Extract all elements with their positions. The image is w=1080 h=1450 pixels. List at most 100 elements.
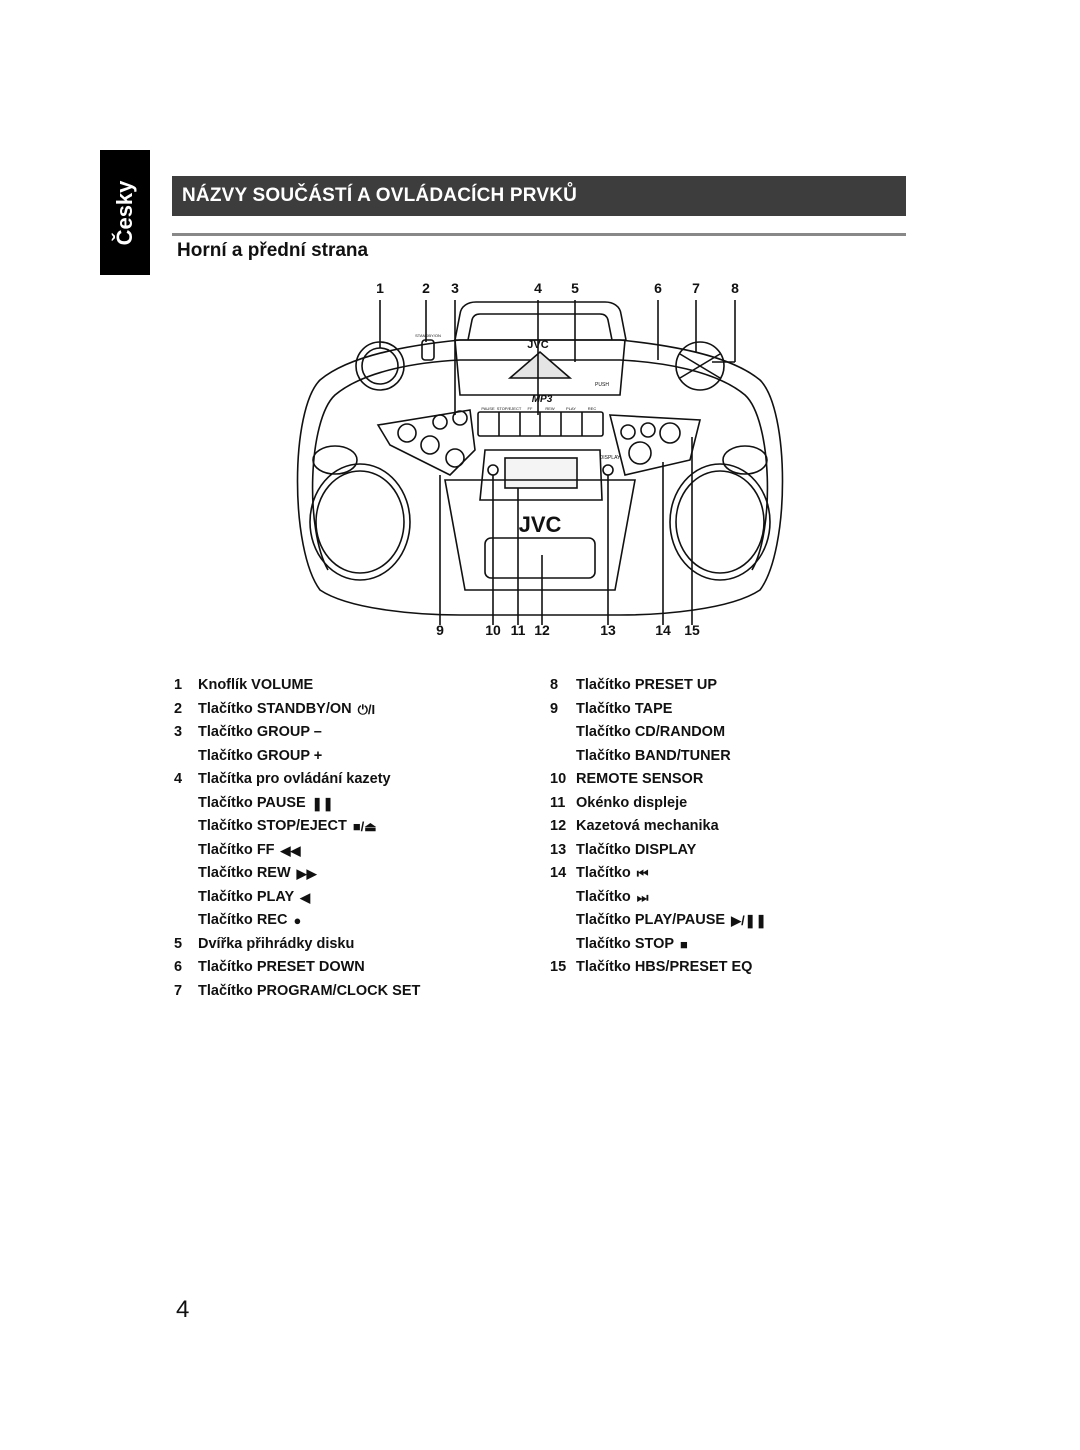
callout-10: 10 — [485, 622, 501, 638]
callout-3: 3 — [451, 280, 459, 296]
item-text: Tlačítko PROGRAM/CLOCK SET — [198, 982, 421, 999]
item-number: 2 — [174, 700, 183, 717]
section-title: NÁZVY SOUČÁSTÍ A OVLÁDACÍCH PRVKŮ — [172, 176, 906, 216]
item-number: 4 — [174, 771, 183, 787]
tape-button-label: REC — [588, 406, 597, 411]
item-text: Tlačítko TAPE — [576, 700, 673, 717]
item-text: Tlačítko FF — [198, 841, 275, 858]
rewind-icon: ▶▶ — [296, 866, 317, 881]
list-item: Tlačítko PAUSE❚❚ — [174, 792, 420, 816]
boombox-illustration: JVC JVC MP3 PUSH STANDBY/ON DISPLAY PAUS… — [296, 300, 784, 625]
list-item: Tlačítko⏭ — [550, 886, 766, 910]
record-icon: ● — [293, 913, 302, 928]
list-item: 2 Tlačítko STANDBY/ON ⏻/Ι — [174, 698, 420, 722]
callout-15: 15 — [684, 622, 700, 638]
item-text: Tlačítko — [576, 888, 631, 905]
display-label: DISPLAY — [600, 455, 621, 461]
item-text: Tlačítko GROUP – — [198, 724, 322, 740]
callout-5: 5 — [571, 280, 579, 296]
list-item: Tlačítko REC ● — [174, 909, 420, 933]
list-item: Tlačítko FF ◀◀ — [174, 839, 420, 863]
boombox-diagram: JVC JVC MP3 PUSH STANDBY/ON DISPLAY PAUS… — [280, 270, 800, 645]
item-number — [174, 815, 198, 839]
list-item: 11 Okénko displeje — [550, 792, 766, 816]
callout-4: 4 — [534, 280, 542, 296]
tape-button-label: PAUSE — [481, 406, 495, 411]
list-item: 6 Tlačítko PRESET DOWN — [174, 956, 420, 980]
tape-button-label: STOP/EJECT — [497, 406, 522, 411]
item-text: Tlačítko REW — [198, 865, 291, 881]
list-item: Tlačítko CD/RANDOM — [550, 721, 766, 745]
item-number: 10 — [550, 771, 567, 787]
item-text: Tlačítko GROUP + — [198, 747, 323, 764]
list-item: Tlačítko REW ▶▶ — [174, 862, 420, 886]
item-text: Knoflík VOLUME — [198, 677, 314, 693]
list-item: Tlačítko BAND/TUNER — [550, 745, 766, 769]
item-text: Tlačítko STOP — [576, 935, 675, 952]
list-item: Tlačítko PLAY/PAUSE▶/❚❚ — [550, 909, 766, 933]
item-number — [174, 909, 198, 933]
tape-button-label: PLAY — [566, 406, 576, 411]
list-item: Tlačítko PLAY◀ — [174, 886, 420, 910]
item-text: Okénko displeje — [576, 794, 688, 811]
item-text: Tlačítko PRESET UP — [576, 677, 718, 693]
item-number — [174, 745, 198, 769]
item-number: 15 — [550, 959, 567, 975]
item-number — [550, 933, 576, 957]
item-text: Tlačítko PRESET DOWN — [198, 959, 365, 975]
item-text: Tlačítko — [576, 865, 631, 881]
list-item: Tlačítko GROUP + — [174, 745, 420, 769]
fast-forward-icon: ◀◀ — [280, 842, 301, 858]
item-number: 7 — [174, 982, 183, 999]
page-number: 4 — [176, 1296, 190, 1323]
item-number: 5 — [174, 935, 183, 952]
callout-13: 13 — [600, 622, 616, 638]
item-text: Tlačítko CD/RANDOM — [576, 724, 726, 740]
item-text: Tlačítko DISPLAY — [576, 841, 697, 858]
list-item: Tlačítko STOP/EJECT ■/⏏ — [174, 815, 420, 839]
callout-9: 9 — [436, 622, 444, 638]
item-number — [174, 886, 198, 910]
item-text: Tlačítko PLAY — [198, 888, 295, 905]
callout-12: 12 — [534, 622, 550, 638]
item-text: Tlačítko STANDBY/ON — [198, 700, 352, 717]
item-number: 13 — [550, 841, 567, 858]
callout-7: 7 — [692, 280, 700, 296]
item-number: 14 — [550, 865, 567, 881]
item-number — [174, 839, 198, 863]
item-number: 9 — [550, 700, 559, 717]
stop-eject-icon: ■/⏏ — [352, 819, 377, 834]
item-number: 11 — [550, 794, 566, 811]
list-item: 7 Tlačítko PROGRAM/CLOCK SET — [174, 980, 420, 1004]
item-text: Tlačítko PLAY/PAUSE — [576, 912, 726, 928]
brand-front-logo: JVC — [519, 512, 562, 537]
item-text: Tlačítko REC — [198, 912, 288, 928]
callout-14: 14 — [655, 622, 671, 638]
item-text: Tlačítko STOP/EJECT — [198, 818, 347, 834]
item-number: 12 — [550, 818, 567, 834]
standby-icon: ⏻/Ι — [357, 701, 376, 717]
list-item: 12 Kazetová mechanika — [550, 815, 766, 839]
section-rule — [172, 233, 906, 236]
item-text: Kazetová mechanika — [576, 818, 719, 834]
mp3-logo: MP3 — [532, 394, 553, 405]
language-tab: Česky — [100, 150, 150, 275]
list-item: 5 Dvířka přihrádky disku — [174, 933, 420, 957]
list-item: Tlačítko STOP■ — [550, 933, 766, 957]
push-label: PUSH — [595, 382, 609, 388]
item-text: Tlačítko PAUSE — [198, 794, 306, 811]
item-number — [550, 909, 576, 933]
item-number: 6 — [174, 959, 183, 975]
item-text: Dvířka přihrádky disku — [198, 935, 355, 952]
item-number — [550, 745, 576, 769]
item-text: Tlačítko BAND/TUNER — [576, 747, 731, 764]
callout-6: 6 — [654, 280, 662, 296]
item-number: 3 — [174, 724, 183, 740]
